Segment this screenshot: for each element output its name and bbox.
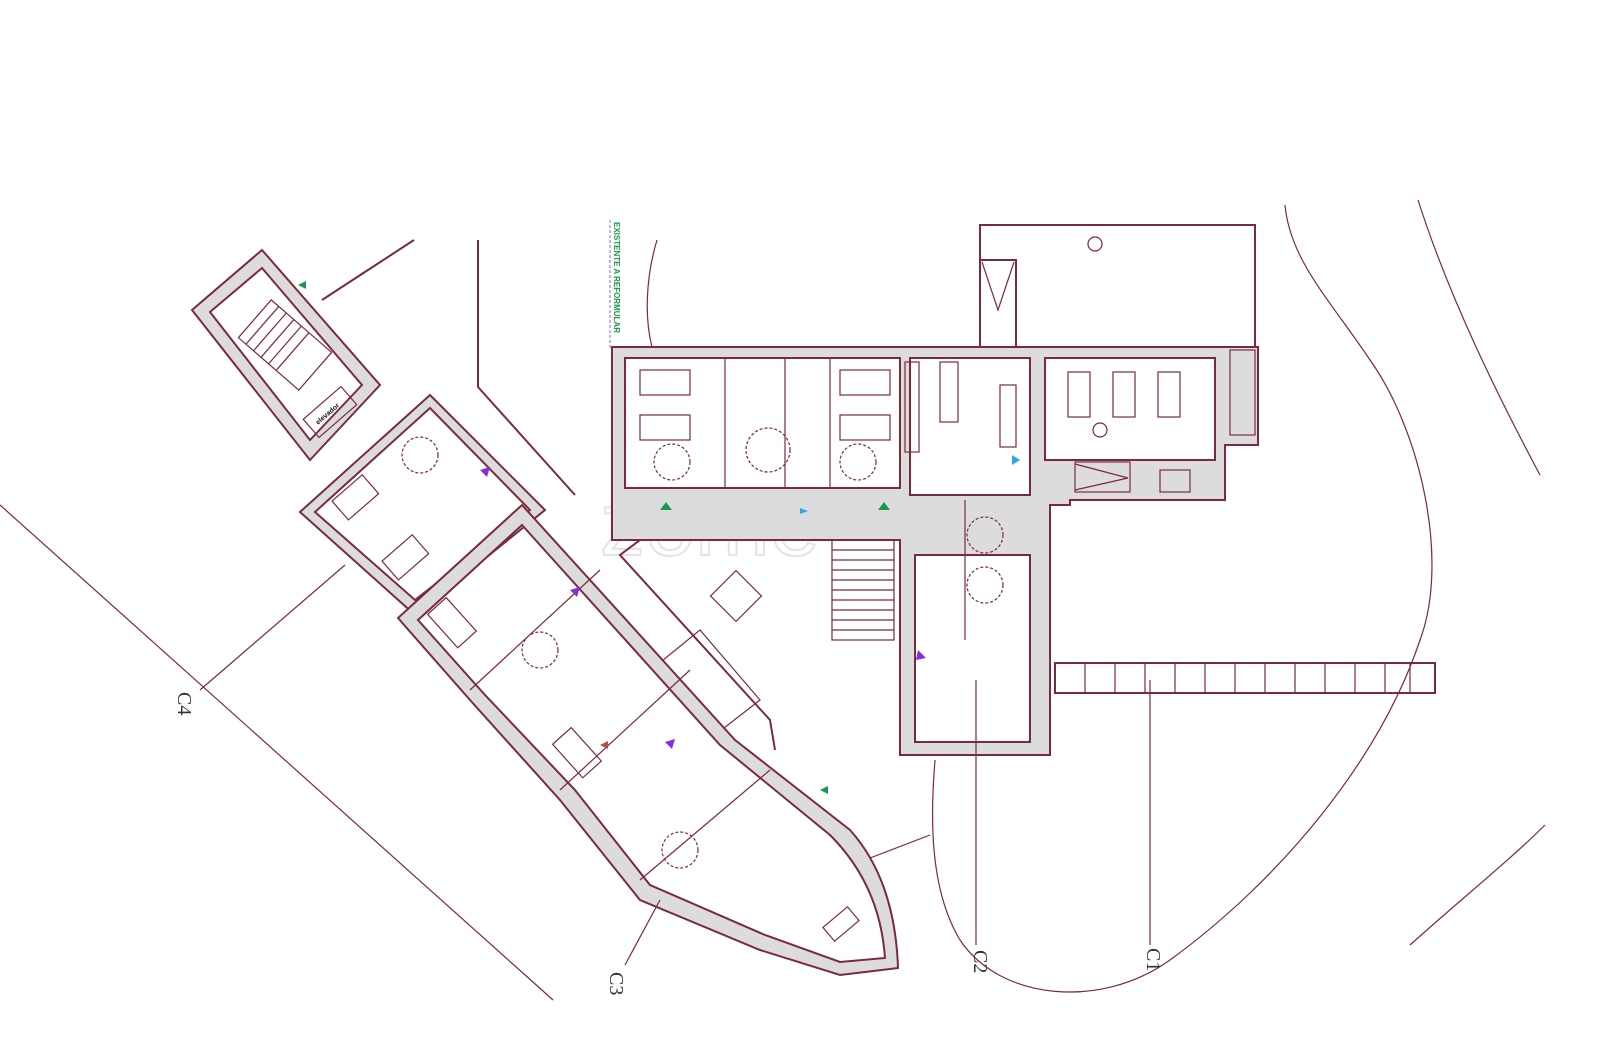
section-markers: C4 C3 C2 C1 [173, 564, 1164, 995]
section-c4: C4 [173, 692, 195, 715]
main-block [611, 346, 1259, 756]
upper-terrace [979, 224, 1256, 349]
existing-note: EXISTENTE A REFORMULAR [612, 222, 621, 333]
section-c2: C2 [969, 950, 991, 973]
boardwalk [1054, 662, 1436, 694]
stair-elevator-block: elevador [190, 239, 576, 496]
wing-c3 [396, 503, 900, 977]
terrain-lines [0, 199, 1546, 1001]
central-stairs [612, 539, 895, 751]
wing-c4 [298, 393, 547, 617]
section-c3: C3 [605, 972, 627, 995]
section-c1: C1 [1142, 948, 1164, 971]
annotation-marks [298, 281, 1020, 794]
